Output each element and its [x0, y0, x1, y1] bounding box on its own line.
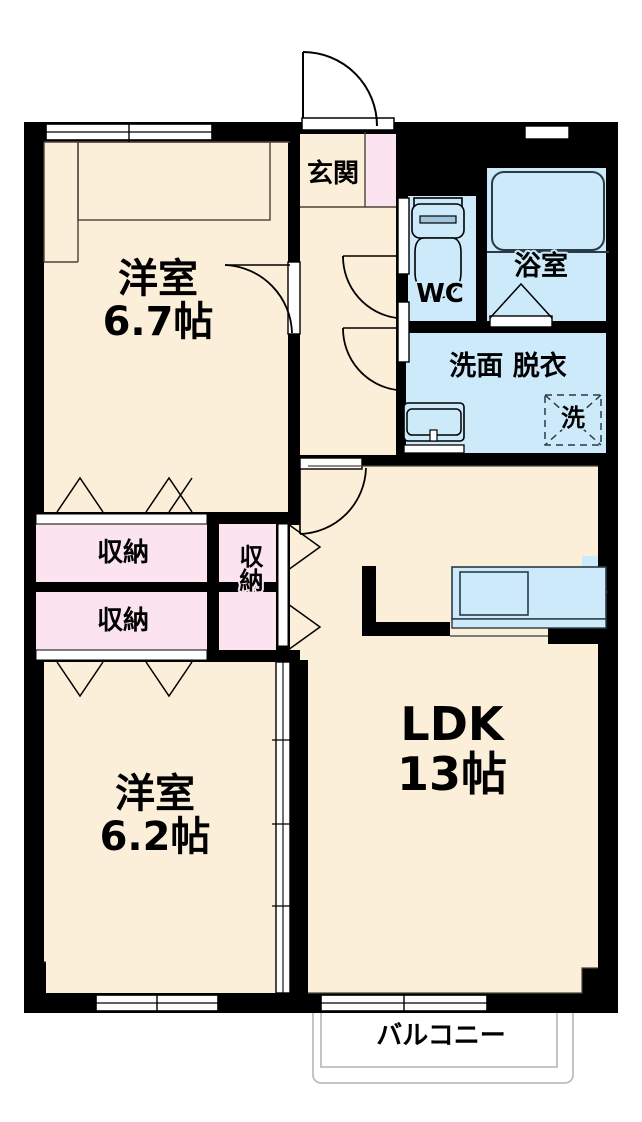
- window-balcony-sliding: [320, 993, 488, 1013]
- window-bedroom-6-2: [95, 993, 219, 1013]
- interior-walls: [24, 122, 618, 1013]
- closet-door-strip-lower: [35, 649, 208, 661]
- hall-floor: [300, 132, 396, 455]
- toilet-fixture: [411, 197, 465, 299]
- washbasin-fixture: [403, 402, 465, 454]
- bedroom-6-7-door-swing: [224, 261, 301, 335]
- ldk-hall-door-swing: [299, 457, 367, 535]
- closet-door-strip-upper: [35, 513, 208, 525]
- kitchen-sink-fixture: [459, 571, 529, 616]
- genkan-lines: [300, 132, 396, 208]
- wc-door-swing: [342, 197, 410, 319]
- room-outlines: [43, 141, 290, 963]
- closet-door-strip-side: [277, 523, 289, 647]
- balcony-outline: [312, 1013, 574, 1084]
- window-bedroom-6-7: [45, 122, 213, 142]
- kitchen-counter-fixture: [362, 566, 607, 637]
- room-bedroom-6-2-floor: [44, 660, 290, 993]
- window-bathroom: [524, 125, 570, 140]
- room-ldk-floor: [308, 466, 598, 993]
- bathroom-folding-door: [489, 282, 553, 328]
- ldk-outline: [308, 465, 598, 994]
- washroom-door-swing: [342, 301, 410, 391]
- room-partition-sliding: [272, 661, 294, 994]
- closet-1-floor: [36, 524, 211, 582]
- entrance-door-swing: [300, 51, 396, 134]
- bathtub-fixture: [487, 171, 609, 253]
- closets: [24, 512, 289, 662]
- washing-machine-space: [544, 394, 602, 446]
- closet-2-floor: [36, 592, 211, 650]
- closet-folding-indicators: [56, 476, 322, 698]
- windows: [45, 122, 608, 1013]
- genkan-step-floor: [365, 132, 397, 207]
- room-bedroom-6-7-floor: [44, 142, 290, 512]
